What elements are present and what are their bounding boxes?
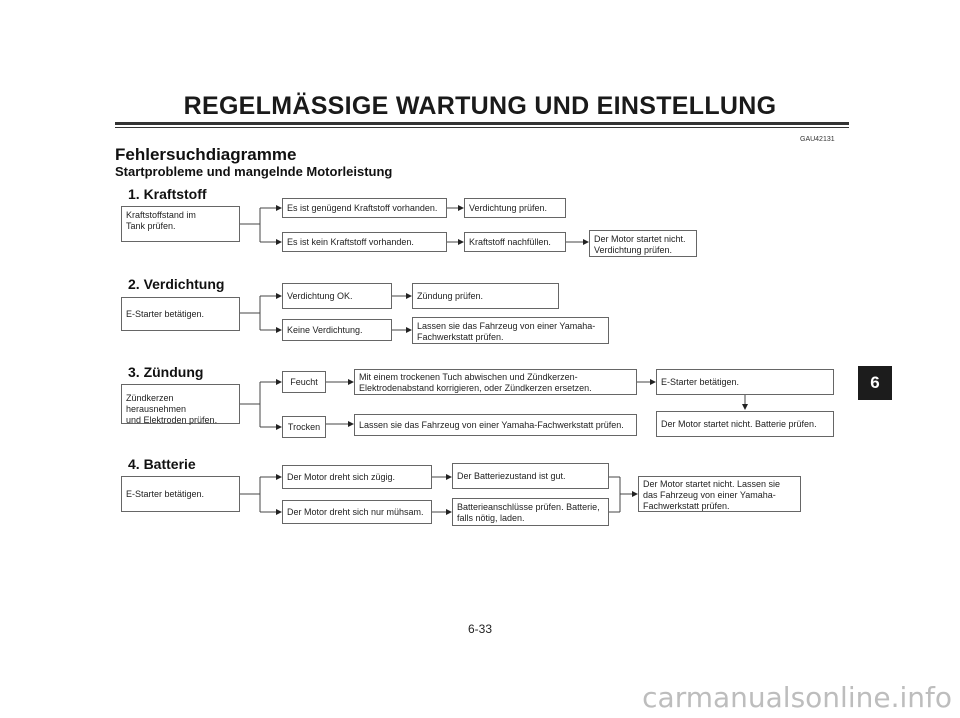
section-title: Fehlersuchdiagramme	[115, 145, 297, 164]
branch-kraftstoff-vorhanden: Es ist genügend Kraftstoff vorhanden.	[282, 198, 447, 218]
branch-trocken: Trocken	[282, 416, 326, 438]
page-number: 6-33	[467, 622, 493, 636]
section-subtitle: Startprobleme und mangelnde Motorleistun…	[115, 164, 393, 179]
page-header-title: REGELMÄSSIGE WARTUNG UND EINSTELLUNG	[183, 92, 777, 120]
result-werkstatt-zuendung: Lassen sie das Fahrzeug von einer Yamaha…	[354, 414, 637, 436]
result-batterie-laden: Batterieanschlüsse prüfen. Batterie, fal…	[452, 498, 609, 526]
header-rule	[115, 122, 849, 125]
header-rule-thin	[115, 127, 849, 128]
result-zuendung-pruefen: Zündung prüfen.	[412, 283, 559, 309]
result-kraftstoff-nachfuellen: Kraftstoff nachfüllen.	[464, 232, 566, 252]
step-kraftstoff-start: Kraftstoffstand im Tank prüfen.	[121, 206, 240, 242]
result-batterie-pruefen: Der Motor startet nicht. Batterie prüfen…	[656, 411, 834, 437]
result-abwischen-ersetzen: Mit einem trockenen Tuch abwischen und Z…	[354, 369, 637, 395]
step-zuendung-start: Zündkerzen herausnehmen und Elektroden p…	[121, 384, 240, 425]
result-batteriezustand-gut: Der Batteriezustand ist gut.	[452, 463, 609, 489]
heading-batterie: 4. Batterie	[128, 456, 196, 472]
branch-dreht-zuegig: Der Motor dreht sich zügig.	[282, 465, 432, 489]
branch-feucht: Feucht	[282, 371, 326, 393]
branch-dreht-muehsam: Der Motor dreht sich nur mühsam.	[282, 500, 432, 524]
branch-verdichtung-ok: Verdichtung OK.	[282, 283, 392, 309]
chapter-tab: 6	[858, 366, 892, 400]
branch-kein-kraftstoff: Es ist kein Kraftstoff vorhanden.	[282, 232, 447, 252]
step-batterie-start: E-Starter betätigen.	[121, 476, 240, 512]
step-verdichtung-start: E-Starter betätigen.	[121, 297, 240, 331]
result-e-starter-betaetigen: E-Starter betätigen.	[656, 369, 834, 395]
heading-zuendung: 3. Zündung	[128, 364, 204, 380]
result-motor-startet-nicht-verdichtung: Der Motor startet nicht. Verdichtung prü…	[589, 230, 697, 257]
watermark: carmanualsonline.info	[642, 681, 952, 714]
branch-keine-verdichtung: Keine Verdichtung.	[282, 319, 392, 341]
result-verdichtung-pruefen: Verdichtung prüfen.	[464, 198, 566, 218]
result-werkstatt-verdichtung: Lassen sie das Fahrzeug von einer Yamaha…	[412, 317, 609, 344]
result-final-werkstatt: Der Motor startet nicht. Lassen sie das …	[638, 476, 801, 512]
heading-verdichtung: 2. Verdichtung	[128, 276, 225, 292]
document-code: GAU42131	[800, 136, 835, 143]
heading-kraftstoff: 1. Kraftstoff	[128, 186, 207, 202]
